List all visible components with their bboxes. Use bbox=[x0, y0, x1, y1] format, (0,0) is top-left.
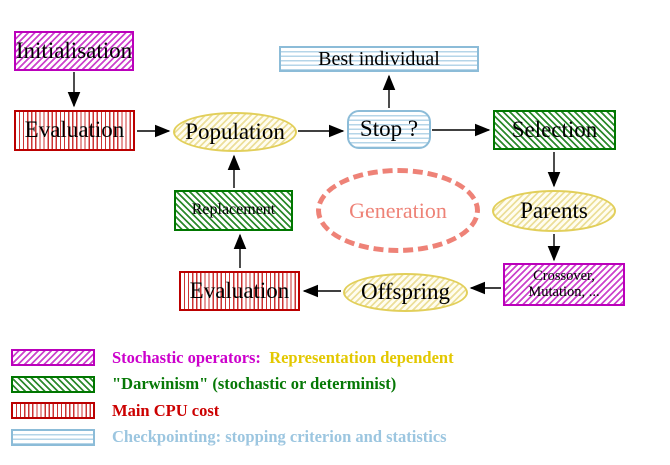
node-stop: Stop ? bbox=[347, 110, 431, 149]
legend: Stochastic operators: Representation dep… bbox=[11, 347, 454, 455]
node-crossover-mutation: Crossover, Mutation, ... bbox=[503, 263, 625, 306]
generation-loop-ellipse: Generation bbox=[316, 168, 480, 253]
legend-label: "Darwinism" (stochastic or determinist) bbox=[112, 374, 397, 393]
node-best-individual: Best individual bbox=[279, 46, 479, 72]
legend-row-darwinism: "Darwinism" (stochastic or determinist) bbox=[11, 374, 454, 393]
legend-label: Checkpointing: stopping criterion and st… bbox=[112, 427, 447, 446]
crossover-line2: Mutation, ... bbox=[528, 283, 600, 300]
node-replacement: Replacement bbox=[174, 190, 293, 231]
legend-row-stochastic: Stochastic operators: Representation dep… bbox=[11, 347, 454, 367]
crossover-line1: Crossover, bbox=[533, 268, 595, 285]
node-parents: Parents bbox=[492, 190, 616, 232]
node-selection: Selection bbox=[493, 110, 616, 150]
node-population: Population bbox=[173, 112, 297, 152]
legend-label: Stochastic operators: Representation dep… bbox=[112, 347, 454, 367]
red-stripe-swatch bbox=[11, 402, 95, 419]
legend-row-checkpointing: Checkpointing: stopping criterion and st… bbox=[11, 427, 454, 446]
node-initialisation: Initialisation bbox=[14, 31, 134, 71]
magenta-hatch-swatch bbox=[11, 349, 95, 366]
node-evaluation-top: Evaluation bbox=[14, 110, 135, 151]
legend-label: Main CPU cost bbox=[112, 400, 220, 420]
legend-row-cpu-cost: Main CPU cost bbox=[11, 400, 454, 420]
node-offspring: Offspring bbox=[343, 273, 468, 312]
green-hatch-swatch bbox=[11, 375, 95, 393]
cyan-lines-swatch bbox=[11, 428, 95, 446]
node-evaluation-bottom: Evaluation bbox=[179, 271, 300, 311]
